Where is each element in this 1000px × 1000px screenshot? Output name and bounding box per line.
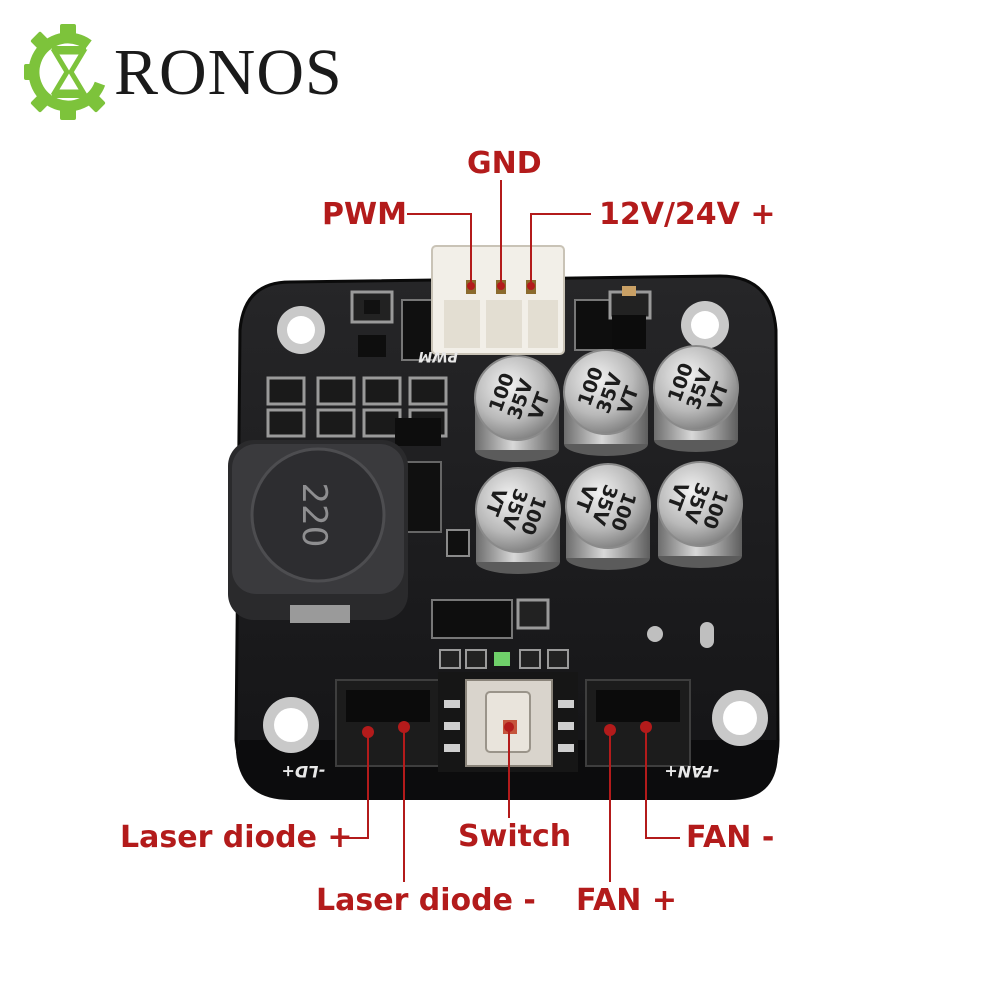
label-switch: Switch [458,819,572,854]
power-connector [431,245,565,355]
brand-logo: RONOS [22,22,382,122]
inductor: 220 [228,440,408,623]
silk-ld: -LD+ [281,762,325,781]
inductor-marking: 220 [294,483,334,548]
silk-pwm: PWM [418,348,458,364]
smd-components [266,286,714,669]
label-laser-positive: Laser diode + [120,820,353,855]
label-pwm: PWM [322,197,407,232]
label-laser-negative: Laser diode - [316,883,536,918]
brand-name: RONOS [114,36,343,109]
gear-hourglass-icon [24,24,108,120]
silk-fan: -FAN+ [664,762,719,781]
label-power: 12V/24V + [599,197,776,232]
laser-connector [335,679,441,767]
label-fan-positive: FAN + [576,883,677,918]
mounting-holes [263,301,768,753]
label-fan-negative: FAN - [686,820,775,855]
label-gnd: GND [467,146,542,181]
fan-connector [585,679,691,767]
leader-lines [333,180,680,882]
